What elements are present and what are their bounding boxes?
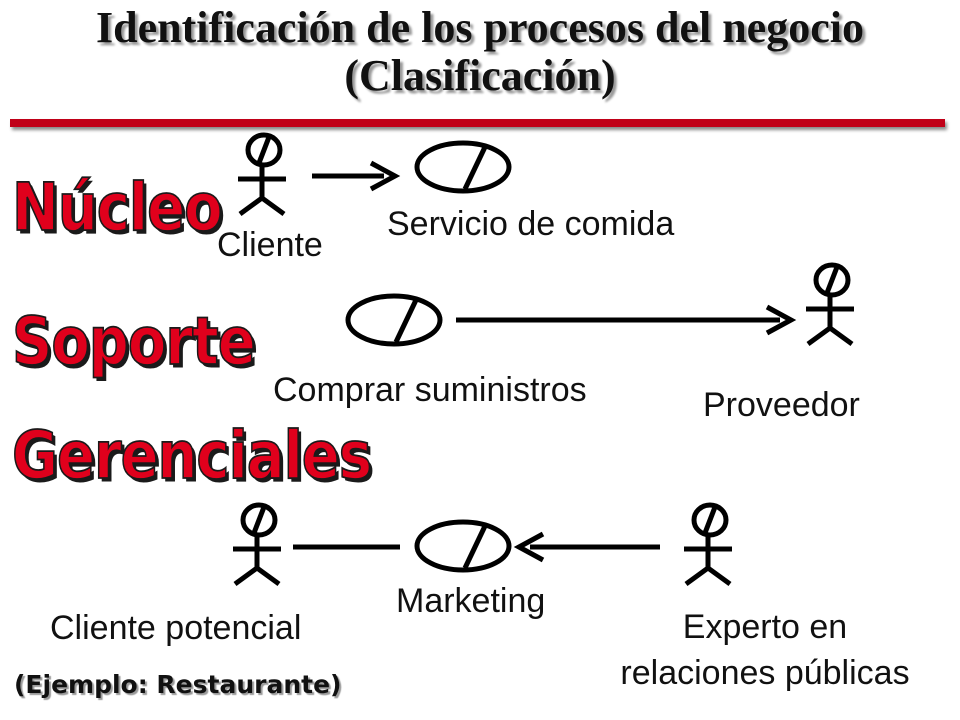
slide-title-line1: Identificación de los procesos del negoc… [96,3,864,52]
actor-cliente-potencial-icon [233,505,281,584]
process-marketing-label: Marketing [396,582,546,620]
actor-cliente-potencial-label: Cliente potencial [50,609,302,647]
title-underline [10,119,945,127]
process-comprar-label: Comprar suministros [273,371,587,409]
actor-experto-icon [684,505,732,584]
slide-title: Identificación de los procesos del negoc… [0,0,960,100]
actor-cliente-label: Cliente [217,226,323,264]
category-nucleo: Núcleo [11,169,223,247]
actor-proveedor-icon [806,265,854,344]
actor-experto-label-line1: Experto en [682,608,848,646]
process-marketing-icon [417,522,509,570]
category-gerenciales: Gerenciales [11,417,373,495]
actor-experto-label: Experto en relaciones públicas [580,607,950,693]
process-servicio-icon [417,143,509,191]
actor-experto-label-line2: relaciones públicas [620,654,910,692]
process-comprar-icon [348,296,440,344]
actor-proveedor-label: Proveedor [703,386,860,424]
slide-title-line2: (Clasificación) [344,51,616,100]
example-footnote: (Ejemplo: Restaurante) [14,670,342,699]
arrow-cliente-servicio [312,160,401,192]
actor-cliente-icon [238,135,286,214]
arrow-experto-marketing [513,531,660,563]
process-servicio-label: Servicio de comida [387,205,675,243]
category-soporte: Soporte [11,303,256,381]
arrow-comprar-proveedor [456,304,797,336]
